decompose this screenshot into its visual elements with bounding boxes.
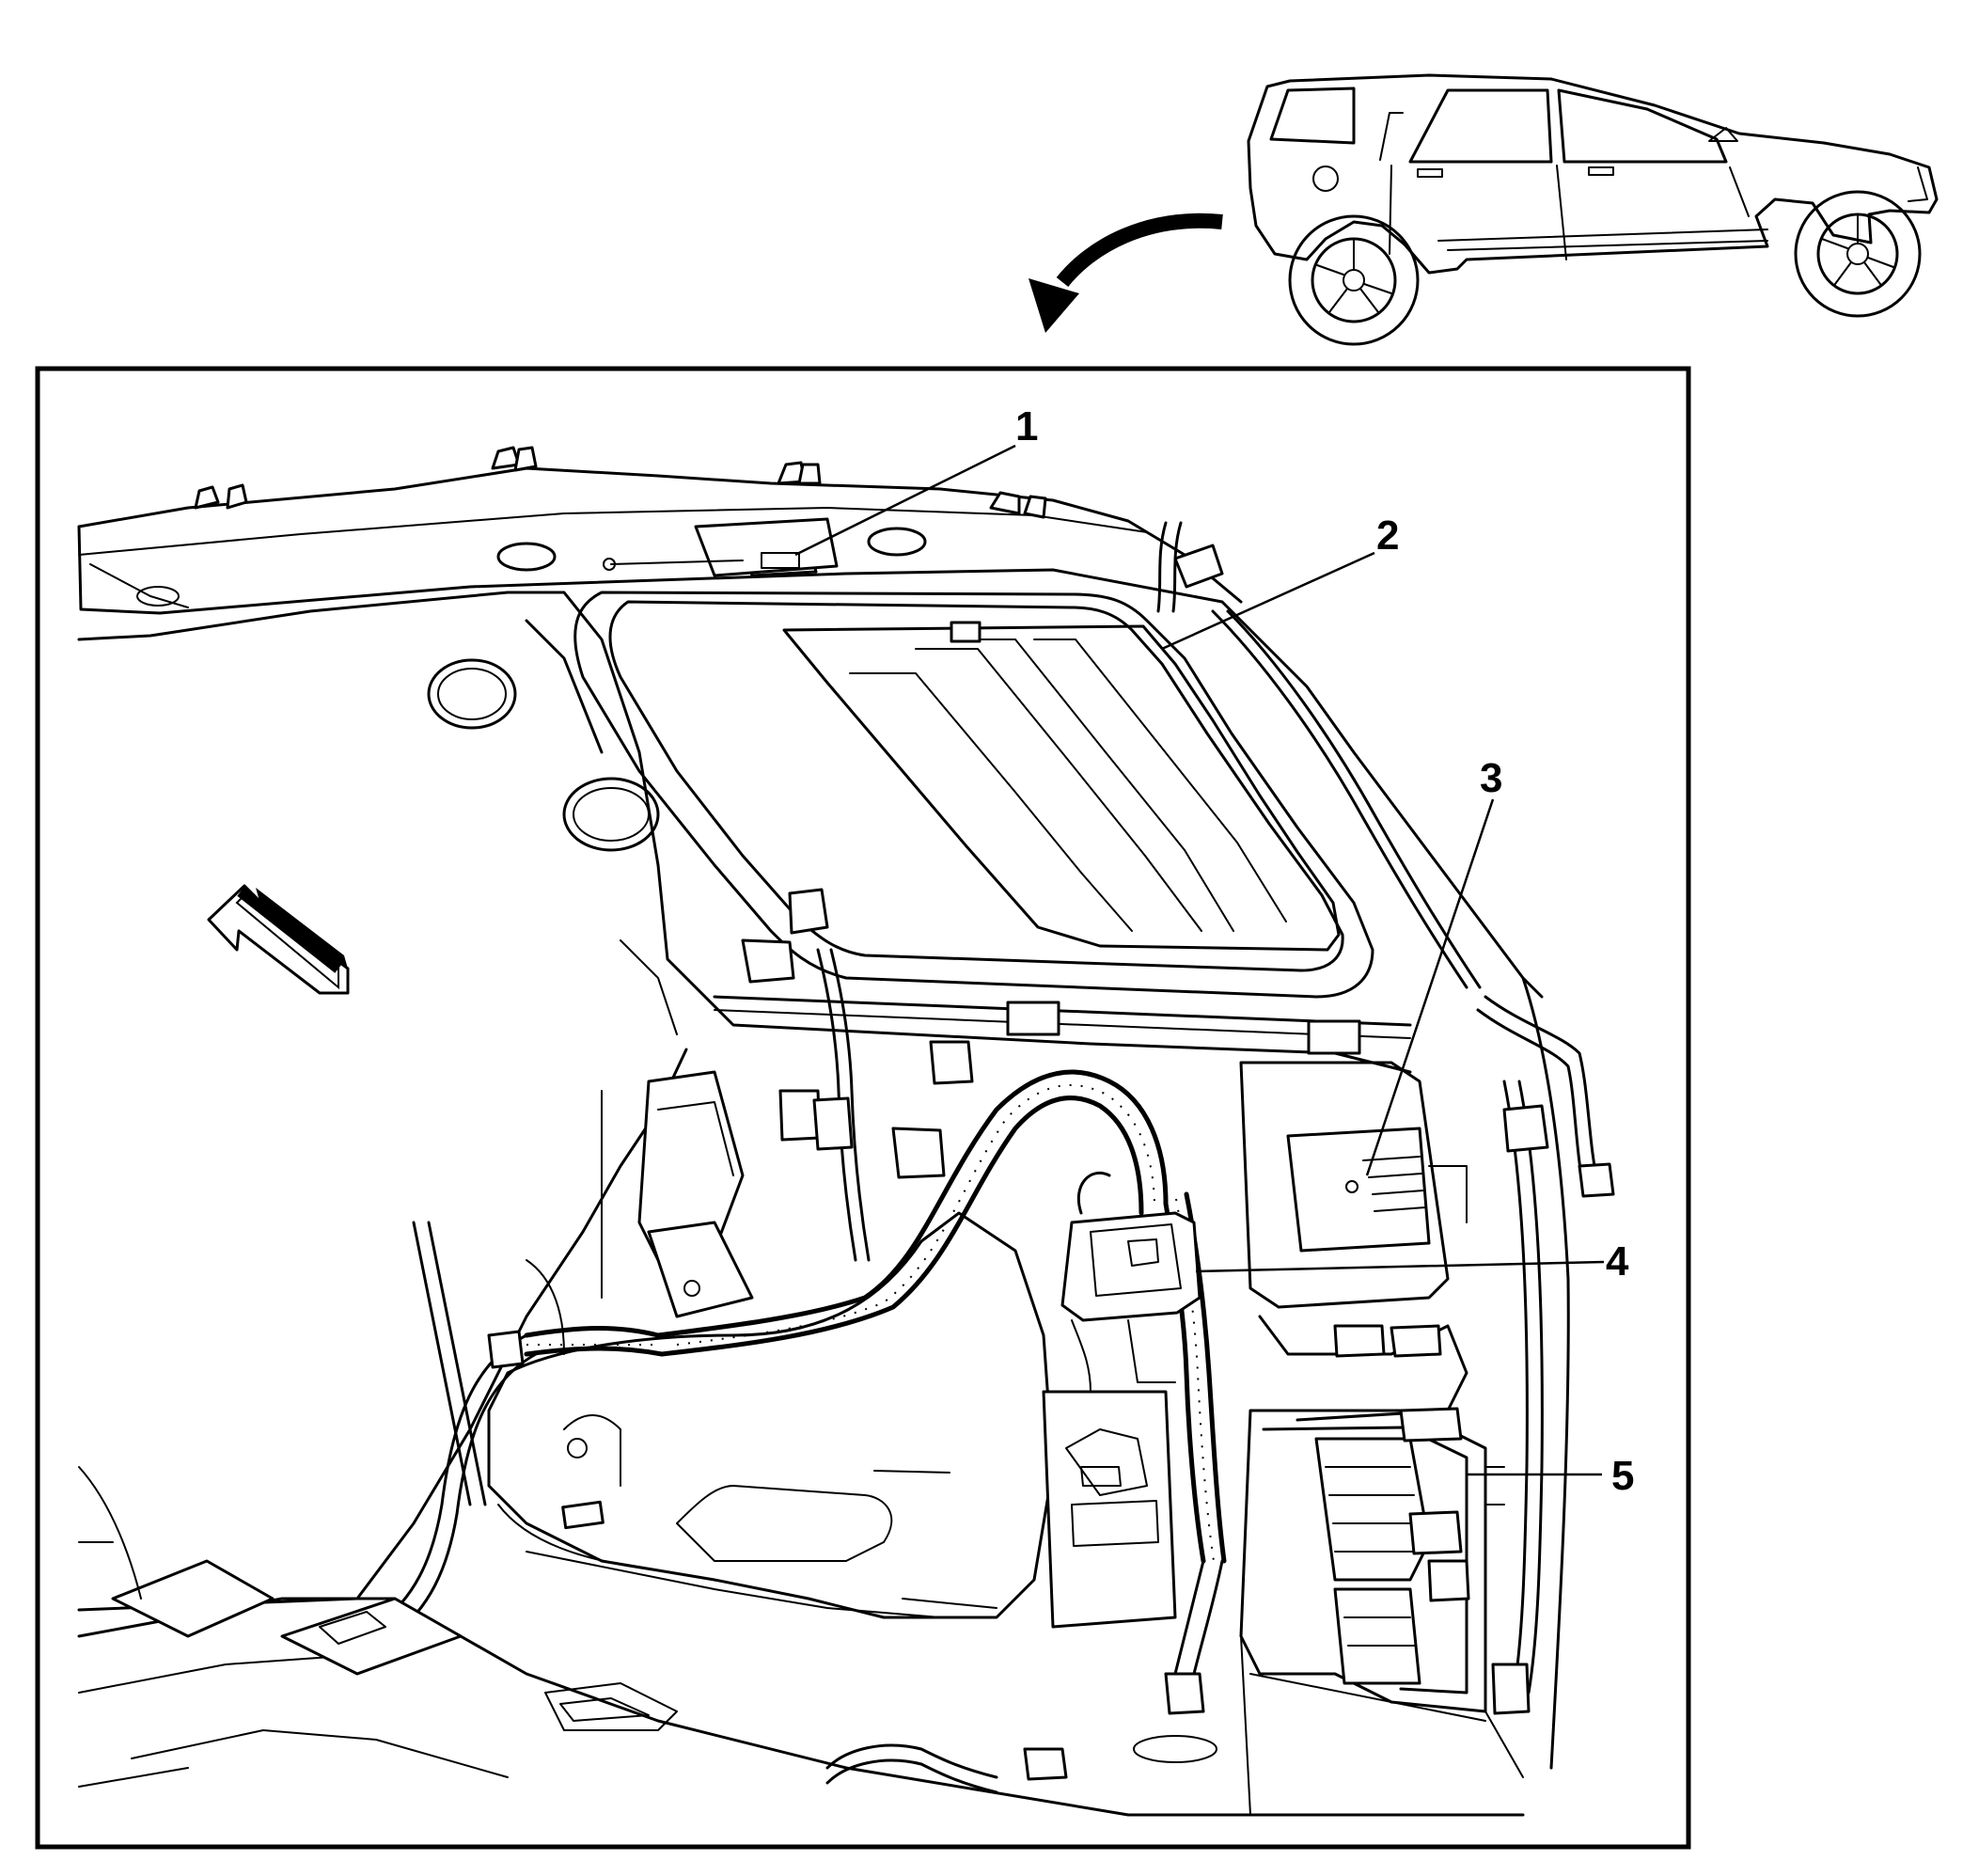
view-direction-arrow bbox=[1029, 213, 1223, 333]
wheelhouse bbox=[487, 1211, 1055, 1619]
module-item-5 bbox=[1239, 1407, 1505, 1713]
callout-3: 3 bbox=[1480, 755, 1502, 801]
leader-lines bbox=[794, 444, 1605, 1476]
roof-clips bbox=[194, 446, 1047, 519]
module-item-4 bbox=[1060, 1171, 1201, 1393]
callout-2: 2 bbox=[1376, 512, 1399, 559]
module-item-3 bbox=[1239, 1061, 1468, 1422]
callout-4: 4 bbox=[1606, 1238, 1629, 1285]
forward-direction-arrow bbox=[207, 884, 350, 995]
vehicle-interior-illustration bbox=[77, 446, 1615, 1817]
roof-module-item-1 bbox=[603, 517, 839, 577]
callout-5: 5 bbox=[1611, 1453, 1634, 1499]
quarter-window-item-2 bbox=[573, 591, 1374, 999]
callout-1: 1 bbox=[1015, 403, 1038, 449]
detail-view-frame bbox=[35, 366, 1691, 1850]
vehicle-locator-illustration bbox=[1247, 73, 1939, 346]
